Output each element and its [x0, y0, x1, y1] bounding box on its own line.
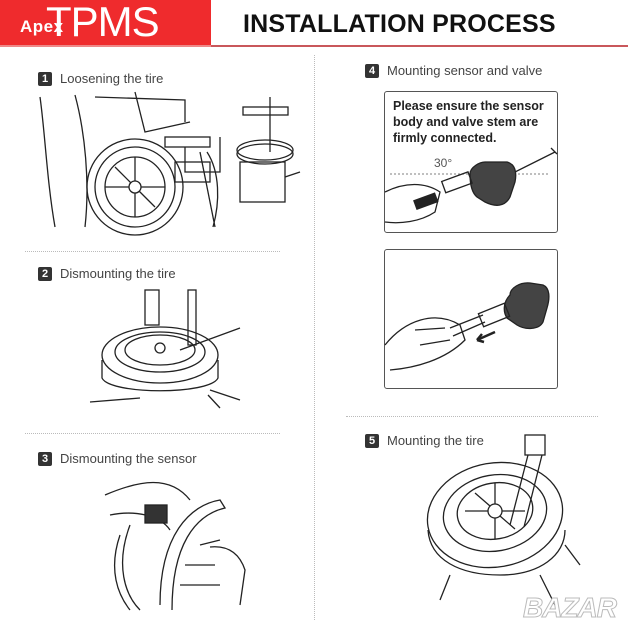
page-title: INSTALLATION PROCESS [243, 10, 556, 38]
angle-label: 30° [434, 156, 453, 170]
step-2-heading: 2 Dismounting the tire [38, 266, 176, 281]
brand-logo-apex: Apex [20, 17, 64, 36]
section-divider-2 [25, 433, 280, 434]
step-3-heading: 3 Dismounting the sensor [38, 451, 197, 466]
notice-line-3: firmly connected. [393, 131, 497, 145]
tire-changer-loosening-illustration [39, 91, 301, 236]
section-divider-1 [25, 251, 280, 252]
valve-insertion-panel [384, 249, 558, 389]
step-number-badge: 1 [38, 71, 52, 86]
brand-banner [0, 0, 211, 45]
step-label: Mounting the tire [387, 433, 484, 448]
step-label: Loosening the tire [60, 71, 164, 86]
title-underline [211, 45, 628, 47]
notice-line-2: body and valve stem are [393, 115, 539, 129]
step-number-badge: 4 [365, 63, 379, 78]
step-number-badge: 5 [365, 433, 379, 448]
tire-dismounting-illustration [89, 289, 241, 409]
step-number-badge: 3 [38, 451, 52, 466]
notice-line-1: Please ensure the sensor [393, 99, 544, 113]
step-label: Dismounting the tire [60, 266, 176, 281]
step-5-heading: 5 Mounting the tire [365, 433, 484, 448]
step-label: Dismounting the sensor [60, 451, 197, 466]
step-label: Mounting sensor and valve [387, 63, 543, 78]
column-divider [314, 55, 315, 620]
step-number-badge: 2 [38, 266, 52, 281]
tire-mounting-illustration [426, 434, 581, 606]
brand-logo-tpms: TPMS [46, 0, 160, 45]
notice-panel: Please ensure the sensor body and valve … [384, 91, 558, 233]
valve-insertion-illustration [384, 282, 550, 371]
notice-text: Please ensure the sensor body and valve … [393, 98, 544, 146]
sensor-valve-connection-illustration [384, 147, 558, 224]
sensor-dismounting-illustration [104, 481, 246, 611]
brand-underline [0, 45, 211, 47]
step-1-heading: 1 Loosening the tire [38, 71, 163, 86]
watermark: BAZAR [523, 592, 618, 624]
section-divider-3 [346, 416, 598, 417]
step-4-heading: 4 Mounting sensor and valve [365, 63, 542, 78]
